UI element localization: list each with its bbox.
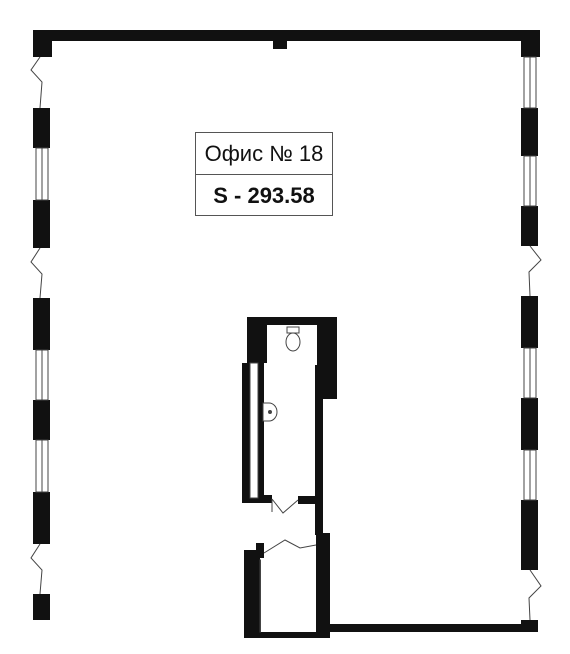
- core-wall-top: [247, 317, 337, 325]
- office-name: Офис № 18: [196, 133, 332, 175]
- left-wall-pier: [33, 400, 50, 440]
- windows: [35, 56, 537, 633]
- door-swing: [271, 498, 299, 514]
- core-wall-left-inner: [258, 363, 264, 498]
- left-wall-pier: [33, 108, 50, 148]
- outer-walls: [33, 30, 540, 638]
- top-wall-nib: [273, 38, 287, 49]
- core-wall-left-upper: [247, 317, 267, 363]
- door-swing: [528, 245, 542, 297]
- left-wall-pier: [33, 200, 50, 248]
- storage-partition: [259, 559, 261, 633]
- core-wall-bottom: [242, 495, 272, 503]
- storage-wall-right: [316, 533, 330, 637]
- door-swing: [30, 56, 43, 109]
- right-wall-pier: [521, 206, 538, 246]
- core-wall-right: [315, 395, 323, 535]
- storage-wall-bottom: [244, 632, 330, 638]
- core-wall-left: [242, 363, 250, 498]
- toilet-icon: [285, 326, 301, 352]
- storage-wall-left: [244, 555, 260, 637]
- door-swing: [30, 543, 43, 595]
- left-wall-top-corner: [33, 30, 52, 57]
- right-wall-top-corner: [521, 30, 540, 57]
- core-wall-right-step: [315, 365, 337, 399]
- storage-wall-nib: [256, 543, 264, 553]
- right-wall-pier: [521, 398, 538, 450]
- office-label: Офис № 18 S - 293.58: [195, 132, 333, 216]
- door-swing: [528, 569, 542, 621]
- core-wall-right-upper: [317, 317, 337, 369]
- bottom-wall: [328, 624, 538, 632]
- wc-partition: [249, 362, 259, 499]
- core-wall-mid: [298, 496, 316, 504]
- right-wall-pier: [521, 296, 538, 348]
- left-wall-pier: [33, 298, 50, 350]
- doors: [30, 56, 542, 621]
- door-swing: [263, 539, 317, 554]
- storage-wall-top-left: [244, 550, 264, 558]
- sink-icon: [262, 402, 278, 422]
- right-wall-pier: [521, 108, 538, 156]
- top-wall: [35, 30, 540, 41]
- door-swing: [30, 247, 43, 299]
- left-wall-pier: [33, 492, 50, 544]
- office-area: S - 293.58: [213, 183, 315, 208]
- right-wall-pier: [521, 500, 538, 570]
- left-wall-bottom-corner: [33, 594, 50, 620]
